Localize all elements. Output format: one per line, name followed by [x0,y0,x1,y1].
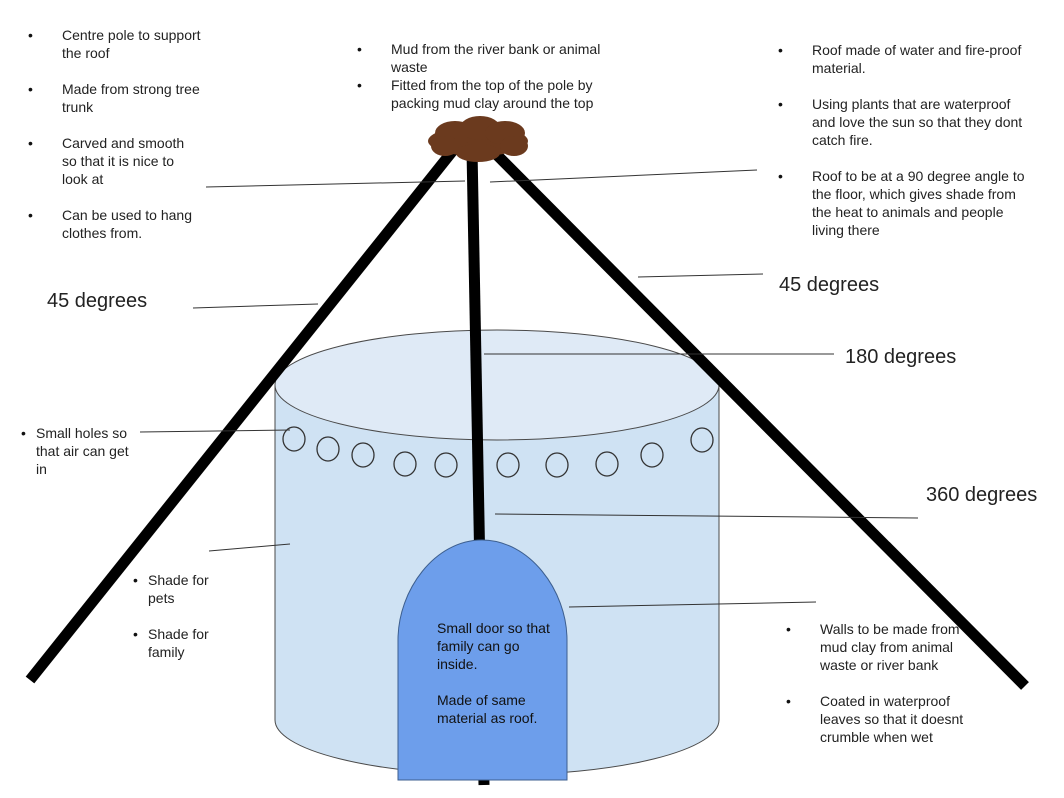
pole-notes: Centre pole to support the roof Made fro… [28,26,202,242]
leader-line [637,273,764,278]
leader-lines [139,169,919,608]
wall-note: Coated in waterproof leaves so that it d… [786,692,980,746]
air-hole [595,451,619,477]
air-hole [282,426,306,452]
center-angle-label: 180 degrees [845,346,957,368]
air-hole [545,452,569,478]
roof-notes: Roof made of water and fire-proof materi… [778,41,1030,239]
door-note: Made of same material as roof. [437,692,538,726]
pole-note: Made from strong tree trunk [28,80,202,116]
roof-note: Roof made of water and fire-proof materi… [778,41,1030,77]
leader-line [139,429,291,433]
pole-note: Can be used to hang clothes from. [28,206,202,242]
air-hole [690,427,714,453]
left-angle-label: 45 degrees [47,290,148,312]
wall-notes: Walls to be made from mud clay from anim… [786,620,980,746]
door-note: Small door so that family can go inside. [437,619,552,673]
mud-notes: Mud from the river bank or animal waste … [357,40,626,112]
leader-line [489,169,758,183]
leader-line [192,303,319,309]
shade-notes: Shade for pets Shade for family [133,571,238,661]
leader-line [205,180,466,188]
air-hole [393,451,417,477]
pole-note: Centre pole to support the roof [28,26,202,62]
holes-notes: Small holes so that air can get in [21,424,141,478]
roof-note: Using plants that are waterproof and lov… [778,95,1030,149]
air-hole [496,452,520,478]
mud-note: Fitted from the top of the pole by packi… [357,76,626,112]
wall-note: Walls to be made from mud clay from anim… [786,620,980,674]
pole-note: Carved and smooth so that it is nice to … [28,134,202,188]
roof-note: Roof to be at a 90 degree angle to the f… [778,167,1030,239]
right-angle-label: 45 degrees [779,274,880,296]
hut-wall-top [274,329,720,441]
air-hole [434,452,458,478]
air-hole [351,442,375,468]
door-notes: Small door so that family can go inside.… [437,619,552,779]
air-hole [640,442,664,468]
mud-cap [428,116,528,162]
air-hole [316,436,340,462]
leader-line [494,513,919,519]
leader-line [208,543,291,552]
leader-line [568,601,817,608]
shade-note: Shade for family [133,625,238,661]
right-roof-pole [486,144,1029,690]
left-roof-pole [25,144,460,684]
mud-note: Mud from the river bank or animal waste [357,40,626,76]
air-holes [282,426,714,478]
wall-angle-label: 360 degrees [926,484,1038,506]
holes-note: Small holes so that air can get in [21,424,141,478]
shade-note: Shade for pets [133,571,238,607]
